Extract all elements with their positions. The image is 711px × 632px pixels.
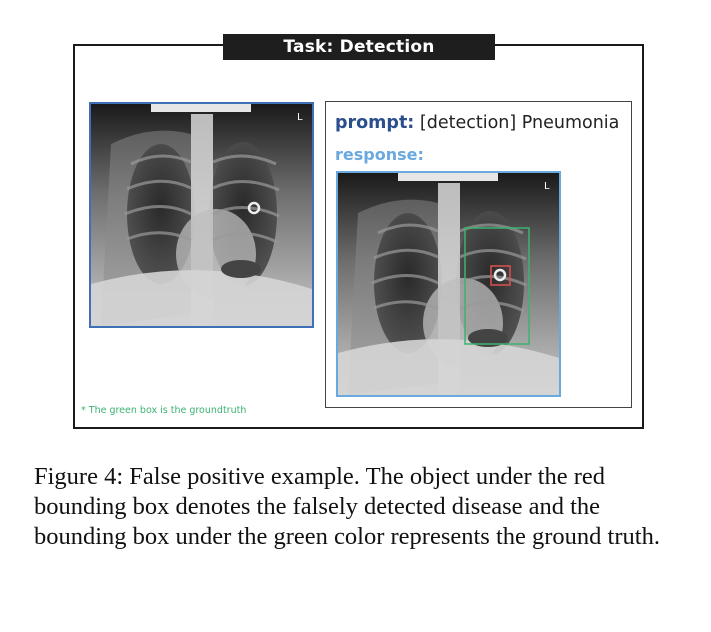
false-positive-box — [490, 265, 511, 286]
xray-marker-left: L — [297, 112, 303, 123]
prompt-value: [detection] Pneumonia — [419, 113, 620, 133]
prompt-line: prompt: [detection] Pneumonia — [335, 113, 619, 133]
response-label: response: — [335, 145, 424, 164]
task-label: Task: Detection — [223, 34, 495, 60]
chest-xray-graphic: L — [91, 104, 312, 326]
output-xray-image: L — [336, 171, 561, 397]
groundtruth-box — [464, 227, 530, 345]
input-xray-image: L — [89, 102, 314, 328]
xray-marker-right: L — [544, 181, 550, 192]
groundtruth-note: * The green box is the groundtruth — [81, 405, 247, 416]
figure-caption: Figure 4: False positive example. The ob… — [34, 463, 660, 550]
chest-xray-graphic-annotated: L — [338, 173, 559, 395]
prompt-key: prompt: — [335, 113, 415, 133]
